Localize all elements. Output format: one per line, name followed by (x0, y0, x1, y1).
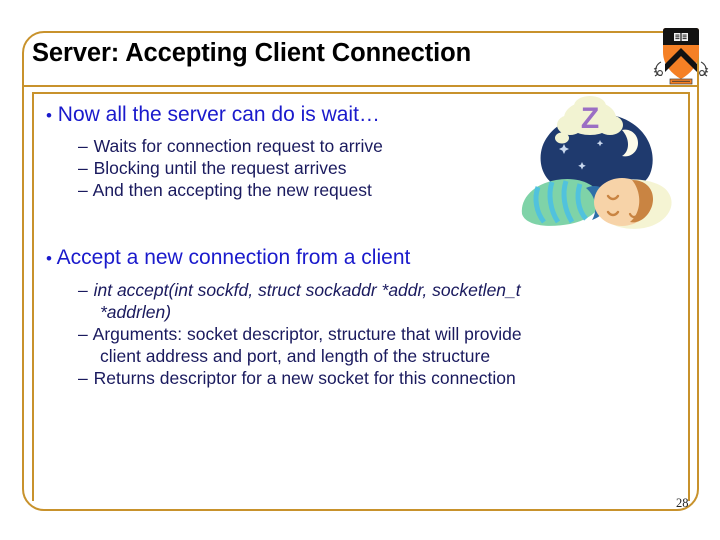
sleeping-baby-clipart: Z (512, 92, 694, 234)
bullet-level1-0: • Now all the server can do is wait… (46, 102, 380, 128)
title-band: Server: Accepting Client Connection (22, 31, 699, 87)
sub-bullet-group-0: – Waits for connection request to arrive… (78, 135, 383, 201)
page-number: 28 (676, 496, 689, 510)
sub-bullet-1-2: – Arguments: socket descriptor, structur… (78, 323, 522, 345)
bullet-level1-1: • Accept a new connection from a client (46, 245, 410, 271)
sub-bullet-0-1-text: Blocking until the request arrives (93, 158, 347, 178)
bullet-level1-1-text: Accept a new connection from a client (56, 246, 411, 269)
dash-marker-icon: – (78, 136, 89, 156)
page-title: Server: Accepting Client Connection (32, 39, 472, 67)
sub-bullet-group-1: – int accept(int sockfd, struct sockaddr… (78, 279, 522, 389)
sub-bullet-1-0-text: int accept(int sockfd, struct sockaddr *… (93, 280, 521, 300)
sub-bullet-0-2-text: And then accepting the new request (92, 180, 372, 200)
sub-bullet-1-3-text: client address and port, and length of t… (100, 346, 491, 366)
dash-marker-icon: – (78, 180, 89, 200)
sub-bullet-0-0-text: Waits for connection request to arrive (93, 136, 383, 156)
sub-bullet-0-2: – And then accepting the new request (78, 179, 383, 201)
sub-bullet-1-4: – Returns descriptor for a new socket fo… (78, 367, 522, 389)
sub-bullet-1-1: *addrlen) (78, 301, 522, 323)
sub-bullet-1-3: client address and port, and length of t… (78, 345, 522, 367)
sub-bullet-1-1-text: *addrlen) (100, 302, 172, 322)
bullet-level1-0-text: Now all the server can do is wait… (57, 103, 380, 126)
dash-marker-icon: – (78, 368, 89, 388)
dash-marker-icon: – (78, 324, 89, 344)
sub-bullet-0-1: – Blocking until the request arrives (78, 157, 383, 179)
bullet-dot-icon: • (46, 106, 52, 125)
dash-marker-icon: – (78, 158, 89, 178)
princeton-shield-logo (652, 22, 710, 90)
sub-bullet-0-0: – Waits for connection request to arrive (78, 135, 383, 157)
sub-bullet-1-4-text: Returns descriptor for a new socket for … (93, 368, 516, 388)
sub-bullet-1-0: – int accept(int sockfd, struct sockaddr… (78, 279, 522, 301)
sleep-z-letter: Z (581, 102, 599, 135)
dash-marker-icon: – (78, 280, 89, 300)
slide-body: • Now all the server can do is wait… – W… (34, 92, 690, 501)
sub-bullet-1-2-text: Arguments: socket descriptor, structure … (92, 324, 522, 344)
bullet-dot-icon: • (46, 249, 52, 268)
